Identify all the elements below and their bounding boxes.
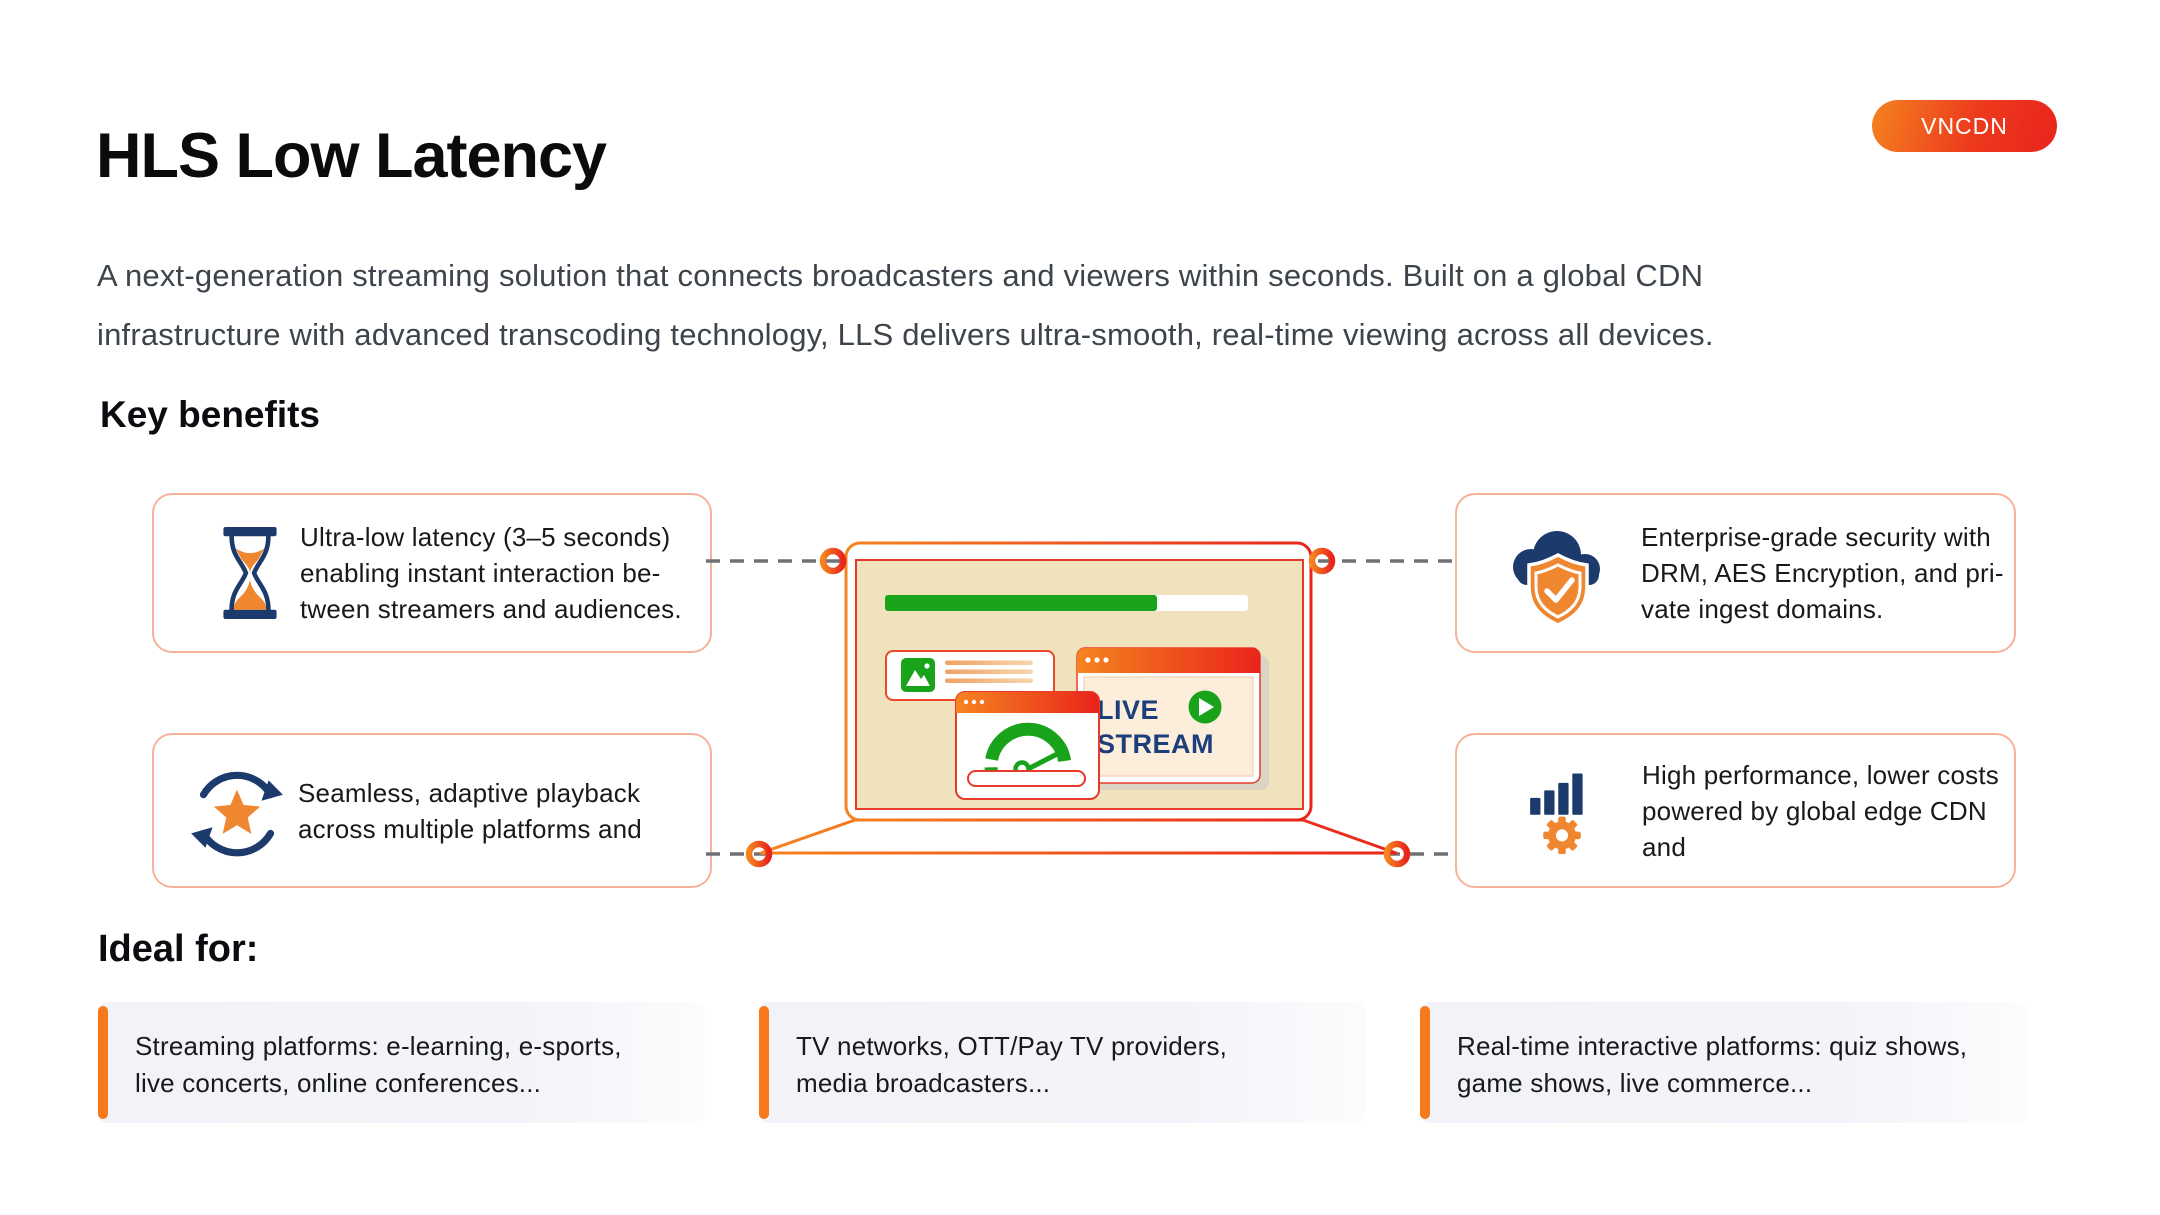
live-stream-window: LIVE STREAM xyxy=(1076,647,1269,790)
ideal-for-heading: Ideal for: xyxy=(98,928,259,970)
benefit-text: Seamless, adaptive playback across multi… xyxy=(298,775,642,847)
benefit-card-adaptive-playback: Seamless, adaptive playback across multi… xyxy=(152,733,712,888)
orange-accent-bar xyxy=(1420,1006,1430,1119)
stream-label: STREAM xyxy=(1097,729,1214,759)
progress-bar xyxy=(885,595,1248,611)
cloud-shield-icon xyxy=(1499,519,1613,627)
page-title: HLS Low Latency xyxy=(96,121,607,191)
image-card xyxy=(885,650,1055,701)
benefit-text: High performance, lower costs powered by… xyxy=(1642,757,2014,865)
laptop-illustration: LIVE STREAM xyxy=(706,541,1452,868)
benefit-line: Seamless, adaptive playback xyxy=(298,777,641,808)
connector-node-rings xyxy=(745,547,1411,868)
ideal-line: game shows, live commerce... xyxy=(1457,1068,1813,1098)
ideal-card-streaming: Streaming platforms: e-learning, e-sport… xyxy=(98,1002,705,1123)
ideal-line: Streaming platforms: e-learning, e-sport… xyxy=(135,1031,622,1061)
benefit-line: vate ingest domains. xyxy=(1641,594,1884,624)
benefit-card-security: Enterprise-grade security with DRM, AES … xyxy=(1455,493,2016,653)
orange-accent-bar xyxy=(759,1006,769,1119)
ideal-text: Real-time interactive platforms: quiz sh… xyxy=(1457,1028,1967,1102)
vncdn-badge-label: VNCDN xyxy=(1921,112,2008,139)
benefit-card-performance: High performance, lower costs powered by… xyxy=(1455,733,2016,888)
benefit-line: DRM, AES Encryption, and pri- xyxy=(1641,558,2004,588)
adaptive-playback-icon xyxy=(176,758,298,864)
performance-gear-icon xyxy=(1517,761,1607,861)
page-description: A next-generation streaming solution tha… xyxy=(97,246,1714,364)
ideal-line: Real-time interactive platforms: quiz sh… xyxy=(1457,1031,1968,1061)
benefit-line: High performance, lower costs xyxy=(1642,759,1999,790)
speedometer-window xyxy=(955,691,1100,800)
ideal-text: Streaming platforms: e-learning, e-sport… xyxy=(135,1028,622,1102)
ideal-line: media broadcasters... xyxy=(796,1068,1051,1098)
vncdn-badge: VNCDN xyxy=(1872,100,2057,152)
benefit-line: Ultra-low latency (3–5 seconds) xyxy=(300,522,671,552)
benefit-line: enabling instant interaction be- xyxy=(300,558,661,588)
ideal-text: TV networks, OTT/Pay TV providers, media… xyxy=(796,1028,1227,1102)
ideal-card-interactive: Real-time interactive platforms: quiz sh… xyxy=(1420,1002,2027,1123)
benefit-text: Enterprise-grade security with DRM, AES … xyxy=(1641,519,2004,627)
ideal-line: TV networks, OTT/Pay TV providers, xyxy=(796,1031,1228,1061)
benefit-line: across multiple platforms and xyxy=(298,813,642,844)
live-label: LIVE xyxy=(1097,695,1159,725)
benefit-card-low-latency: Ultra-low latency (3–5 seconds) enabling… xyxy=(152,493,712,653)
benefit-text: Ultra-low latency (3–5 seconds) enabling… xyxy=(300,519,682,627)
hourglass-icon xyxy=(200,527,300,619)
benefit-line: Enterprise-grade security with xyxy=(1641,522,1991,552)
ideal-line: live concerts, online conferences... xyxy=(135,1068,542,1098)
benefit-line: tween streamers and audiences. xyxy=(300,594,682,624)
laptop-base xyxy=(759,818,1398,855)
description-line: A next-generation streaming solution tha… xyxy=(97,258,1704,293)
description-line: infrastructure with advanced transcoding… xyxy=(97,317,1714,352)
ideal-card-tv-networks: TV networks, OTT/Pay TV providers, media… xyxy=(759,1002,1366,1123)
orange-accent-bar xyxy=(98,1006,108,1119)
key-benefits-heading: Key benefits xyxy=(100,394,321,435)
benefit-line: powered by global edge CDN and xyxy=(1642,795,1987,862)
